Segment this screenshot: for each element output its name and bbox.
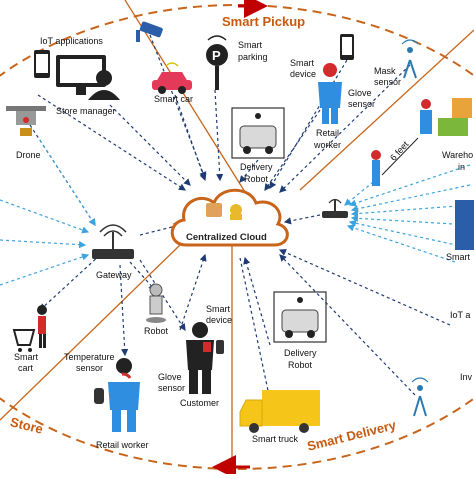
manager-icon xyxy=(88,70,120,100)
link-wh6-router xyxy=(346,224,456,263)
label-smart-right: Smart xyxy=(446,252,471,262)
label-temperature-sensor-2: sensor xyxy=(76,363,104,373)
label-smart-parking-2: parking xyxy=(238,52,268,62)
worker-bottom-icon xyxy=(94,358,140,432)
label-warehouse-1: Wareho xyxy=(442,150,474,160)
monitor-icon xyxy=(56,55,106,95)
label-iot-applications: IoT applications xyxy=(40,36,103,46)
router-icon xyxy=(92,224,134,259)
label-retail-worker-bottom: Retail worker xyxy=(96,440,149,450)
link-wh2-router xyxy=(350,184,471,213)
customer-icon xyxy=(186,322,224,394)
link-drone-gateway xyxy=(29,124,96,227)
label-smart-car: Smart car xyxy=(154,94,194,104)
label-robot: Robot xyxy=(144,326,169,336)
camera-icon xyxy=(136,21,163,42)
cloud-links xyxy=(29,34,451,402)
link-left2-gw xyxy=(0,239,87,249)
link-antenna-cloud xyxy=(279,64,411,193)
label-smart-cart-1: Smart xyxy=(14,352,39,362)
parking-icon: P xyxy=(206,35,228,90)
label-retail-worker-top-2: worker xyxy=(314,140,342,150)
label-iot-a: IoT a xyxy=(450,310,471,320)
link-router-cloud xyxy=(283,214,321,225)
label-glove-sensor-bottom-1: Glove xyxy=(158,372,182,382)
label-glove-sensor-bottom-2: sensor xyxy=(158,383,186,393)
link-gateway-cloud xyxy=(139,222,182,236)
car-icon xyxy=(152,62,192,94)
link-iot-cloud xyxy=(37,94,187,191)
label-glove-sensor-top-1: Glove xyxy=(348,88,372,98)
link-parking-cloud xyxy=(214,89,224,182)
link-camera-cloud xyxy=(149,34,207,180)
link-left3-gw xyxy=(0,253,90,286)
link-customer-cloud xyxy=(179,253,207,331)
antenna-bottom-icon xyxy=(411,377,429,417)
antenna-icon xyxy=(401,39,419,79)
label-inv: Inv xyxy=(460,372,473,382)
link-cloud-truck xyxy=(239,257,273,402)
label-temperature-sensor-1: Temperature xyxy=(64,352,115,362)
label-customer: Customer xyxy=(180,398,220,408)
cart-icon xyxy=(12,305,47,352)
link-iot2-cloud xyxy=(278,249,451,326)
label-mask-sensor-2: sensor xyxy=(374,77,402,87)
label-smart-device-bottom-2: device xyxy=(206,315,233,325)
label-delivery-robot-top-2: Robot xyxy=(244,174,269,184)
link-wh1-router xyxy=(348,164,471,207)
section-smart-pickup: Smart Pickup xyxy=(222,14,306,29)
link-wh4-router xyxy=(350,214,471,226)
label-warehouse-2: in xyxy=(458,162,466,172)
robot-icon xyxy=(231,107,285,159)
cloud-label: Centralized Cloud xyxy=(186,232,267,243)
link-worker-cloud xyxy=(264,109,321,191)
router-right-icon xyxy=(322,198,348,218)
drone-icon xyxy=(6,106,46,136)
label-delivery-robot-bottom-1: Delivery xyxy=(284,348,317,358)
label-store-manager: Store manager xyxy=(56,106,116,116)
label-delivery-robot-bottom-2: Robot xyxy=(288,360,313,370)
truck-icon xyxy=(239,390,320,433)
svg-text:P: P xyxy=(212,48,221,63)
cloud-icon xyxy=(170,188,289,247)
label-gateway: Gateway xyxy=(96,270,132,280)
link-wh5-router xyxy=(348,219,471,249)
link-left1-gw xyxy=(0,199,90,234)
robot-bottom-icon xyxy=(273,291,327,343)
warehouse-icon xyxy=(371,98,474,250)
link-gateway-cart xyxy=(39,254,101,311)
phone-icon xyxy=(34,50,50,78)
link-gateway-robot xyxy=(129,261,156,291)
label-drone: Drone xyxy=(16,150,41,160)
label-retail-worker-top-1: Retail xyxy=(316,128,340,138)
humanoid-robot-icon xyxy=(146,283,166,323)
divider-line-left xyxy=(0,244,181,421)
label-glove-sensor-top-2: sensor xyxy=(348,99,376,109)
link-antenna2-cloud xyxy=(279,254,416,396)
label-smart-device-bottom-1: Smart xyxy=(206,304,231,314)
link-wh3-router xyxy=(350,204,471,218)
label-smart-parking-1: Smart xyxy=(238,40,263,50)
link-manager-cloud xyxy=(109,104,191,186)
worker-icon xyxy=(318,63,342,124)
divider-line-top xyxy=(124,0,251,201)
label-delivery-robot-top-1: Delivery xyxy=(240,162,273,172)
link-robot-cloud xyxy=(239,159,259,183)
label-mask-sensor-1: Mask xyxy=(374,66,396,76)
label-smart-device-top-1: Smart xyxy=(290,58,315,68)
label-smart-truck: Smart truck xyxy=(252,434,299,444)
phone-top-icon xyxy=(340,34,354,60)
label-smart-device-top-2: device xyxy=(290,69,317,79)
link-phone-cloud xyxy=(269,54,351,190)
divider-line-right xyxy=(299,29,474,191)
link-drone-gw xyxy=(39,139,96,227)
link-gateway-customer xyxy=(139,259,186,332)
label-smart-cart-2: cart xyxy=(18,363,34,373)
